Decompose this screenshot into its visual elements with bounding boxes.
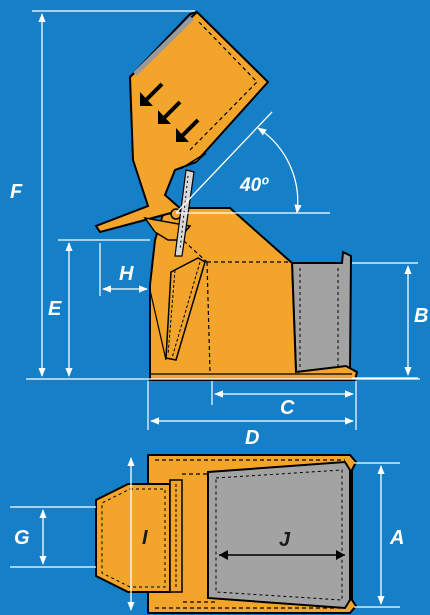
container-top bbox=[207, 460, 351, 610]
container-side bbox=[290, 250, 353, 373]
dimension-b: B bbox=[352, 262, 428, 379]
dimension-f-label: F bbox=[10, 181, 23, 203]
dimension-h: H bbox=[99, 243, 148, 296]
dimension-g-label: G bbox=[14, 527, 30, 549]
pour-arrows bbox=[140, 82, 200, 142]
dimension-a: A bbox=[354, 462, 404, 608]
dimension-c: C bbox=[211, 381, 357, 430]
dimension-d-label: D bbox=[245, 427, 259, 449]
side-view: 40º F E H B bbox=[10, 10, 428, 449]
dimension-g: G bbox=[10, 506, 96, 568]
dimension-i: I bbox=[127, 457, 148, 611]
tilt-angle-label: 40º bbox=[239, 175, 269, 196]
dimension-b-label: B bbox=[414, 305, 428, 327]
hopper-frame-side bbox=[149, 207, 359, 381]
dimension-f: F bbox=[10, 10, 195, 377]
dimension-j: J bbox=[219, 529, 345, 560]
dimension-e-label: E bbox=[48, 298, 62, 320]
dimension-i-label: I bbox=[142, 527, 148, 549]
dimension-d: D bbox=[147, 381, 354, 449]
dimension-c-label: C bbox=[280, 397, 295, 419]
dimension-e: E bbox=[48, 239, 150, 377]
pour-arrow-icon bbox=[158, 100, 182, 124]
dimension-j-label: J bbox=[279, 529, 291, 551]
top-view: G I J A bbox=[10, 454, 404, 614]
pour-arrow-icon bbox=[176, 118, 200, 142]
dimension-h-label: H bbox=[119, 263, 134, 285]
dimension-a-label: A bbox=[389, 527, 404, 549]
pour-arrow-icon bbox=[140, 82, 164, 106]
tilt-angle-indicator: 40º bbox=[175, 111, 330, 214]
